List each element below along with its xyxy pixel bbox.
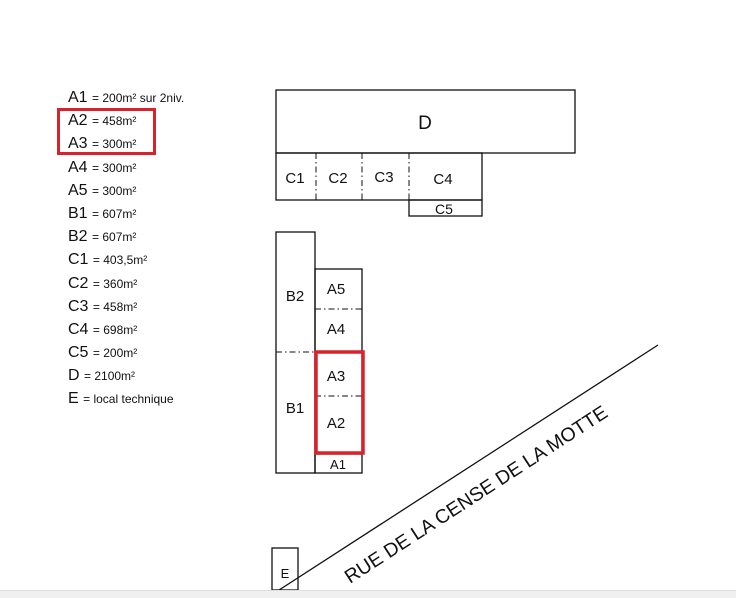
label-a4: A4 [327,321,345,338]
legend-row-a2: A2 = 458m² [68,112,137,130]
legend-highlight-box [57,108,156,155]
legend-row-c4: C4 = 698m² [68,320,138,338]
legend-row-a4: A4 = 300m² [68,158,137,176]
bottom-scroll-area [0,590,736,598]
label-d: D [418,113,432,134]
label-b2: B2 [286,288,304,305]
label-c4: C4 [433,171,452,188]
label-a5: A5 [327,281,345,298]
legend-row-a5: A5 = 300m² [68,181,137,199]
legend-row-a1: A1 = 200m² sur 2niv. [68,89,185,106]
legend-row-c2: C2 = 360m² [68,274,138,292]
legend-row-b2: B2 = 607m² [68,228,137,246]
area-legend: A1 = 200m² sur 2niv. A2 = 458m² A3 = 300… [68,86,184,411]
highlight-a2-a3 [314,350,365,455]
legend-row-d: D = 2100m² [68,367,136,385]
label-b1: B1 [286,400,304,417]
street-line [275,344,659,593]
building-c [275,152,483,201]
legend-row-c1: C1 = 403,5m² [68,251,148,269]
label-c3: C3 [374,169,393,186]
label-c1: C1 [285,170,304,187]
legend-row-b1: B1 = 607m² [68,204,137,222]
legend-row-e: E = local technique [68,390,174,408]
label-a3: A3 [327,368,345,385]
building-c5 [408,199,483,217]
label-a1: A1 [330,457,346,472]
legend-row-c3: C3 = 458m² [68,297,138,315]
street-name: RUE DE LA CENSE DE LA MOTTE [341,402,612,589]
label-e: E [281,566,290,581]
legend-row-c5: C5 = 200m² [68,344,138,362]
legend-row-a3: A3 = 300m² [68,135,137,153]
label-a2: A2 [327,415,345,432]
label-c2: C2 [328,170,347,187]
label-c5: C5 [435,201,453,217]
